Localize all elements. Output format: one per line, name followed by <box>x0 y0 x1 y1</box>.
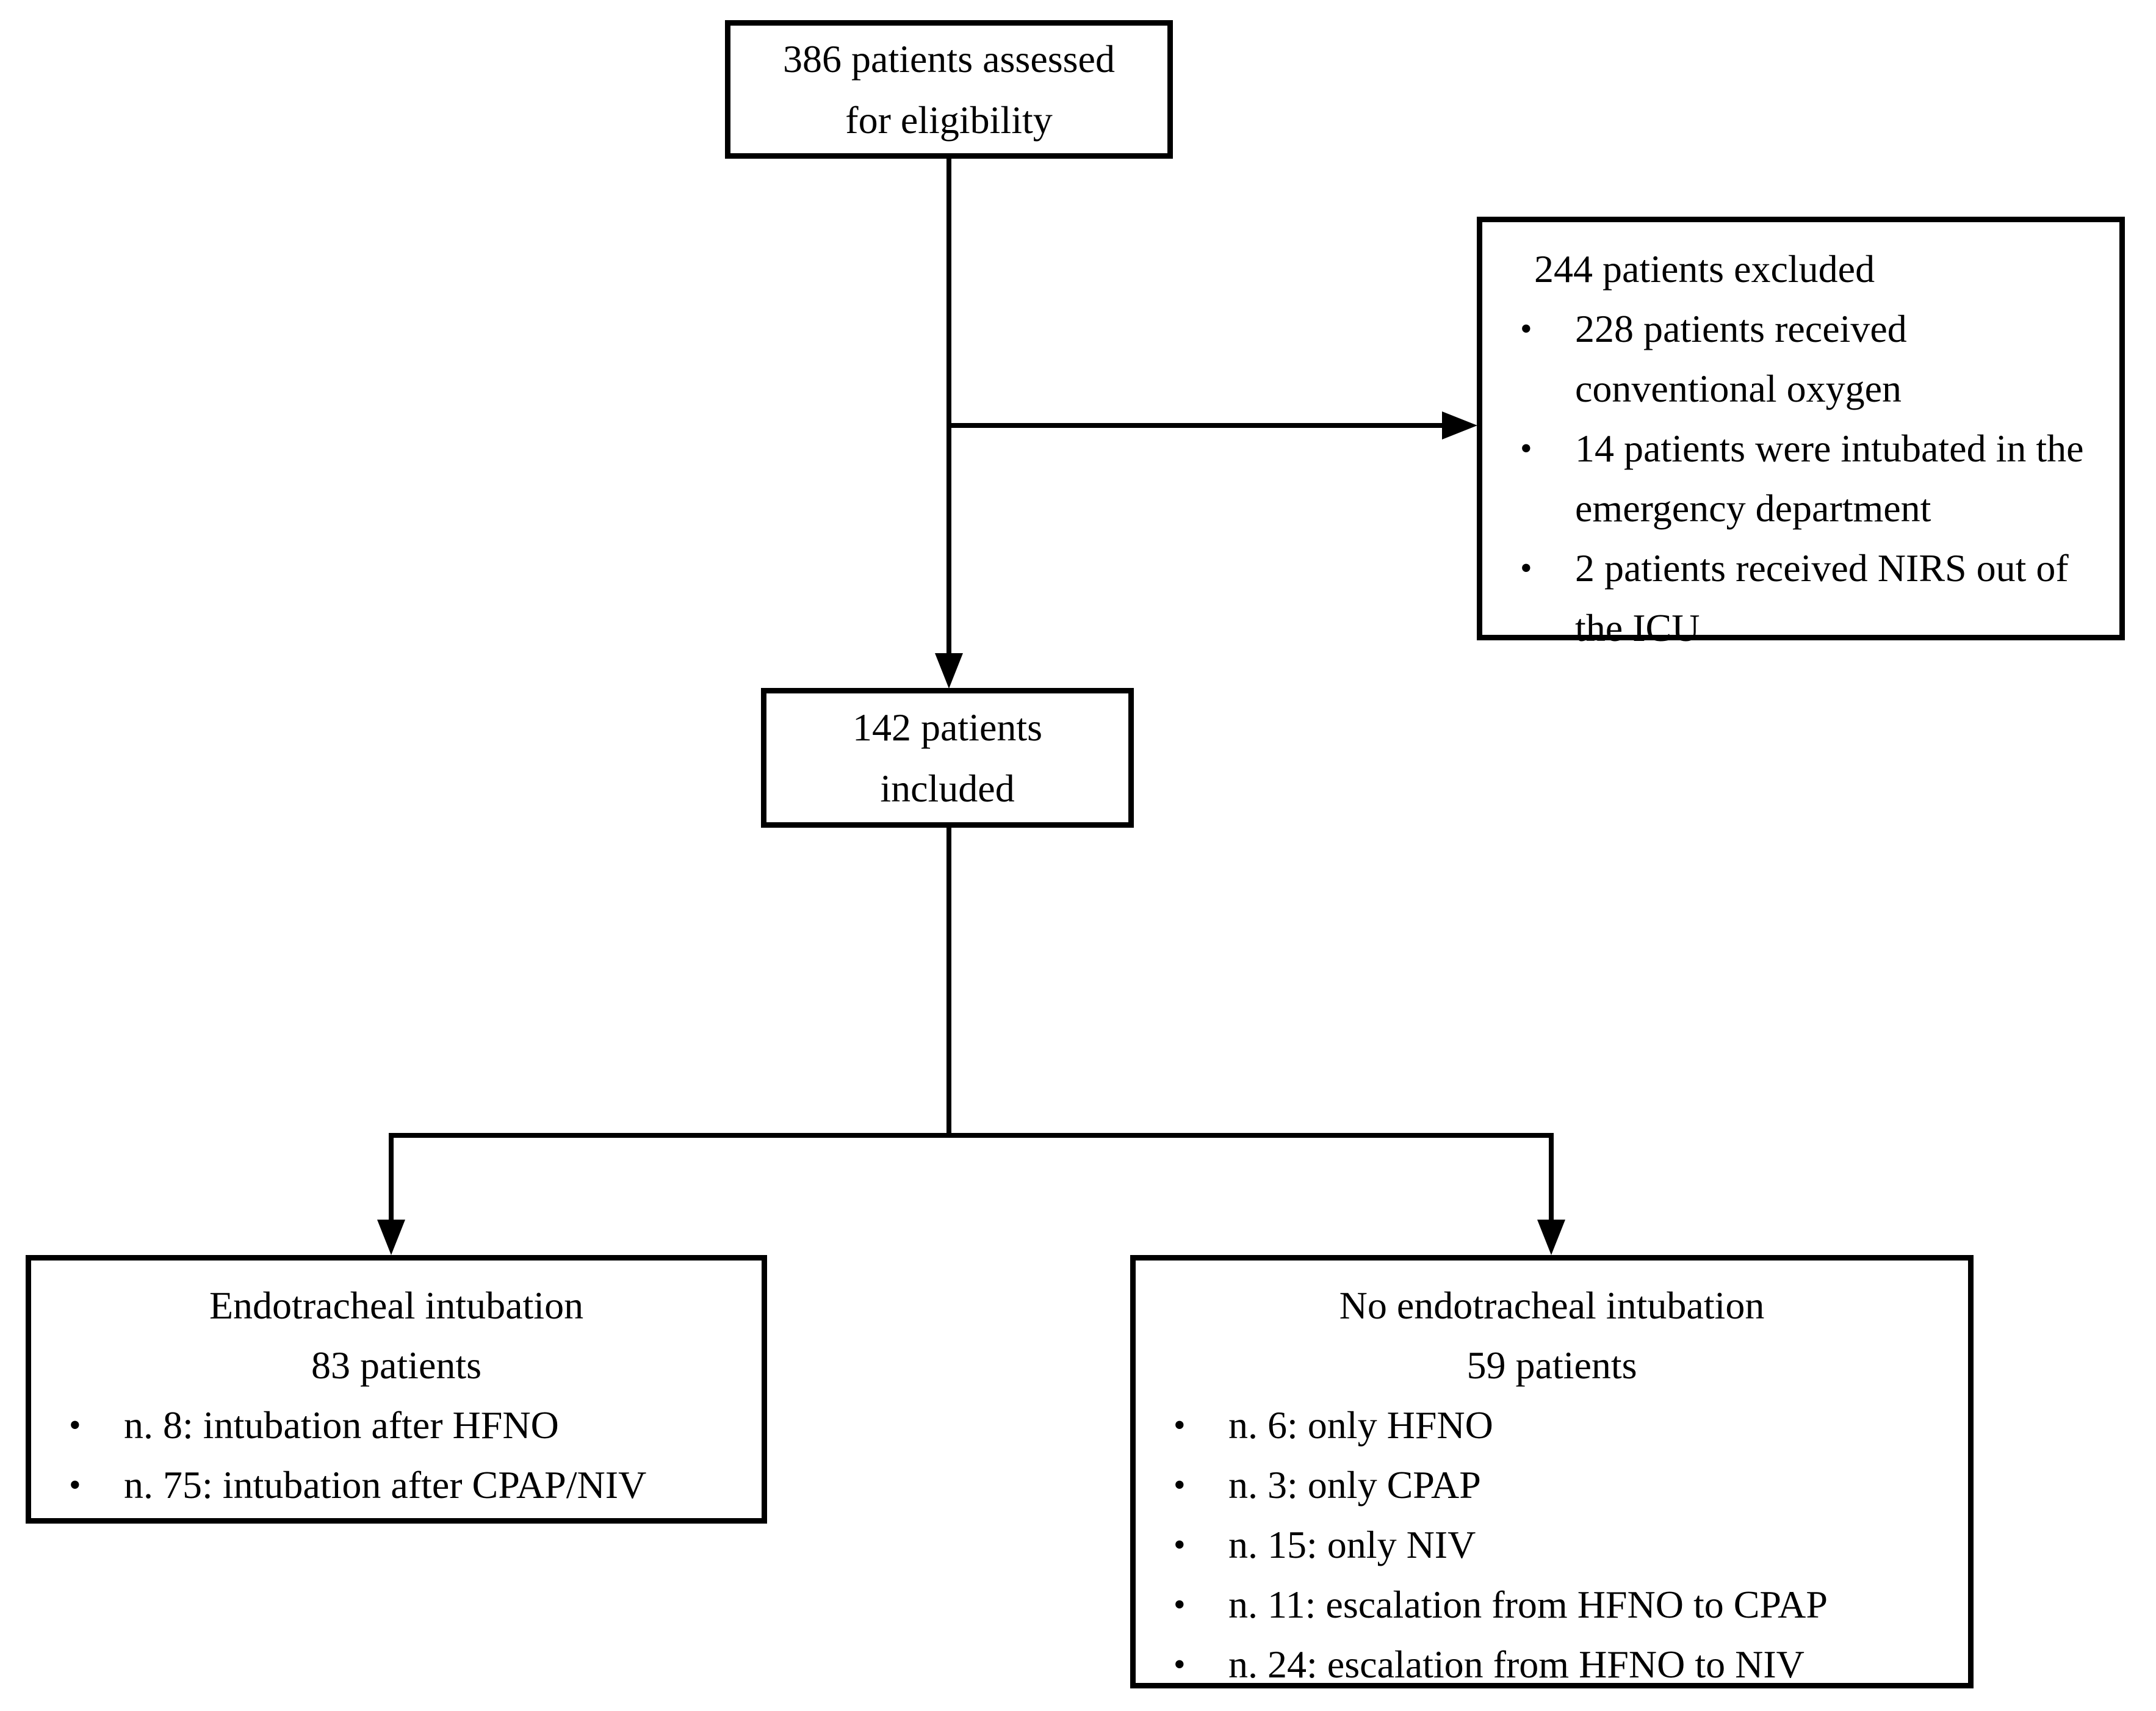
intubation-bullet-2: • n. 75: intubation after CPAP/NIV <box>31 1455 762 1515</box>
box-included: 142 patients included <box>761 688 1134 828</box>
assessed-line2: for eligibility <box>845 98 1053 142</box>
connector-included-down <box>946 827 951 1138</box>
no-intubation-bullet-3-text: n. 15: only NIV <box>1228 1523 1476 1566</box>
intubation-bullet-1-text: n. 8: intubation after HFNO <box>124 1403 559 1447</box>
bullet-icon: • <box>1174 1406 1186 1444</box>
no-intubation-bullet-2: • n. 3: only CPAP <box>1136 1455 1968 1515</box>
connector-right-branch <box>1549 1133 1554 1222</box>
box-excluded: 244 patients excluded • 228 patients rec… <box>1477 217 2125 649</box>
excluded-bullet-2: • 14 patients were intubated in the emer… <box>1482 419 2119 538</box>
bullet-icon: • <box>1174 1586 1186 1624</box>
no-intubation-bullet-1-text: n. 6: only HFNO <box>1228 1403 1493 1447</box>
no-intubation-bullet-1: • n. 6: only HFNO <box>1136 1395 1968 1455</box>
bullet-icon: • <box>1520 430 1532 468</box>
no-intubation-title-line2: 59 patients <box>1466 1344 1637 1387</box>
excluded-heading: 244 patients excluded <box>1534 247 1875 291</box>
bullet-icon: • <box>1174 1526 1186 1564</box>
excluded-bullet-3: • 2 patients received NIRS out of the IC… <box>1482 538 2119 658</box>
connector-left-branch <box>389 1133 394 1222</box>
included-line2: included <box>880 766 1015 810</box>
excluded-bullet-1: • 228 patients received conventional oxy… <box>1482 299 2119 419</box>
connector-branch-to-excluded <box>949 423 1444 428</box>
assessed-line1: 386 patients assessed <box>783 37 1115 81</box>
included-line1: 142 patients <box>852 705 1043 749</box>
box-no-intubation: No endotracheal intubation 59 patients •… <box>1130 1255 1974 1688</box>
intubation-bullet-1: • n. 8: intubation after HFNO <box>31 1395 762 1455</box>
excluded-bullet-2-text: 14 patients were intubated in the emerge… <box>1575 427 2084 530</box>
no-intubation-bullet-4-text: n. 11: escalation from HFNO to CPAP <box>1228 1583 1828 1626</box>
arrowhead-right-excluded-icon <box>1442 411 1477 440</box>
excluded-bullet-3-text: 2 patients received NIRS out of the ICU <box>1575 546 2069 649</box>
box-assessed: 386 patients assessed for eligibility <box>725 20 1173 159</box>
bullet-icon: • <box>1174 1646 1186 1684</box>
arrowhead-down-included-icon <box>935 653 963 689</box>
connector-split-horizontal <box>389 1133 1554 1138</box>
bullet-icon: • <box>1520 310 1532 348</box>
connector-assessed-to-included <box>946 157 951 657</box>
no-intubation-bullet-5: • n. 24: escalation from HFNO to NIV <box>1136 1635 1968 1695</box>
no-intubation-bullet-2-text: n. 3: only CPAP <box>1228 1463 1481 1507</box>
no-intubation-title-line1: No endotracheal intubation <box>1339 1284 1765 1327</box>
bullet-icon: • <box>69 1406 81 1444</box>
no-intubation-bullet-3: • n. 15: only NIV <box>1136 1515 1968 1575</box>
no-intubation-bullet-5-text: n. 24: escalation from HFNO to NIV <box>1228 1643 1804 1686</box>
intubation-bullet-2-text: n. 75: intubation after CPAP/NIV <box>124 1463 647 1507</box>
bullet-icon: • <box>1174 1466 1186 1504</box>
bullet-icon: • <box>1520 549 1532 587</box>
arrowhead-down-no-intubation-icon <box>1537 1220 1565 1255</box>
no-intubation-bullet-4: • n. 11: escalation from HFNO to CPAP <box>1136 1575 1968 1635</box>
arrowhead-down-intubation-icon <box>377 1220 405 1255</box>
excluded-bullet-1-text: 228 patients received conventional oxyge… <box>1575 307 1907 410</box>
intubation-title-line2: 83 patients <box>311 1344 482 1387</box>
bullet-icon: • <box>69 1466 81 1504</box>
box-intubation: Endotracheal intubation 83 patients • n.… <box>26 1255 767 1524</box>
intubation-title-line1: Endotracheal intubation <box>209 1284 584 1327</box>
